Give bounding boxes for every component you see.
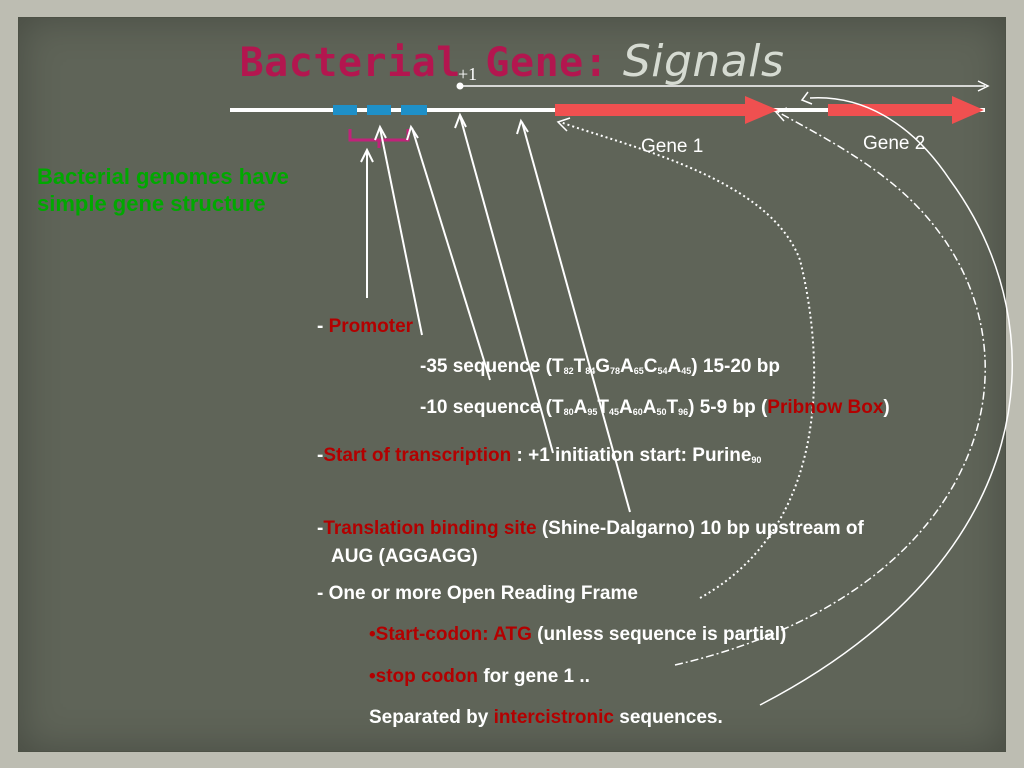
minus10-item: -10 sequence (T80A95T45A60A50T96) 5-9 bp… bbox=[420, 397, 890, 418]
subscript: 95 bbox=[587, 407, 598, 417]
base-letter: T bbox=[666, 397, 679, 418]
base-letter: A bbox=[620, 356, 634, 377]
subscript: 60 bbox=[632, 407, 643, 417]
subscript: 80 bbox=[563, 407, 574, 417]
tss-dot bbox=[456, 82, 464, 90]
base-letter: A bbox=[667, 356, 682, 377]
translation-item: -Translation binding site (Shine-Dalgarn… bbox=[317, 518, 864, 567]
translation-label: Translation binding site bbox=[323, 518, 537, 539]
gene1-label: Gene 1 bbox=[641, 136, 704, 157]
gene2-label: Gene 2 bbox=[863, 133, 926, 154]
transcription-item: -Start of transcription : +1 initiation … bbox=[317, 445, 762, 466]
pointer-start-codon bbox=[559, 121, 816, 599]
base-letter: A bbox=[642, 397, 657, 418]
plus-one-label: +1 bbox=[458, 64, 478, 84]
promoter-box-10 bbox=[367, 105, 391, 115]
pointer-tss bbox=[459, 115, 554, 454]
subscript: 45 bbox=[681, 366, 692, 376]
base-letter: T bbox=[573, 356, 586, 377]
pointer-rbs bbox=[521, 121, 631, 513]
minus35-sequence: 82T84G78A65C54A45 bbox=[564, 356, 692, 377]
intercistronic-item: Separated by intercistronic sequences. bbox=[369, 707, 723, 728]
promoter-item: - Promoter bbox=[317, 316, 414, 337]
minus10-sequence: 80A95T45A60A50T96 bbox=[564, 397, 689, 418]
gene2-body bbox=[828, 104, 956, 116]
transcription-label: Start of transcription bbox=[323, 445, 512, 466]
start-codon-label: Start-codon: ATG bbox=[375, 624, 532, 645]
promoter-box-35 bbox=[333, 105, 357, 115]
pointer-intercistronic bbox=[759, 97, 1013, 706]
side-note: Bacterial genomes have simple gene struc… bbox=[37, 164, 289, 216]
title-main: Bacterial Gene: bbox=[239, 40, 609, 86]
gene1-arrowhead bbox=[745, 96, 778, 124]
intercistronic-label: intercistronic bbox=[493, 707, 614, 728]
stop-codon-item: •stop codon for gene 1 .. bbox=[369, 666, 590, 687]
base-letter: C bbox=[643, 356, 658, 377]
pointer-35 bbox=[379, 127, 423, 336]
content-panel bbox=[18, 17, 1006, 752]
base-letter: A bbox=[573, 397, 588, 418]
subscript: 96 bbox=[678, 407, 689, 417]
pointer-stop-codon bbox=[674, 111, 986, 666]
subscript: 65 bbox=[633, 366, 644, 376]
sd-box bbox=[401, 105, 427, 115]
subscript: 78 bbox=[610, 366, 621, 376]
gene1-body bbox=[555, 104, 750, 116]
subscript: 45 bbox=[608, 407, 619, 417]
subscript: 84 bbox=[585, 366, 596, 376]
pribnow-label: Pribnow Box bbox=[767, 397, 884, 418]
promoter-label: Promoter bbox=[328, 316, 414, 337]
stop-codon-label: stop codon bbox=[375, 666, 479, 687]
gene2-arrowhead bbox=[952, 96, 984, 124]
start-codon-item: •Start-codon: ATG (unless sequence is pa… bbox=[369, 624, 787, 645]
base-letter: A bbox=[619, 397, 633, 418]
subscript: 54 bbox=[657, 366, 668, 376]
subscript: 50 bbox=[656, 407, 667, 417]
subscript: 82 bbox=[563, 366, 574, 376]
slide-title: Bacterial Gene: Signals bbox=[0, 36, 1024, 87]
base-letter: T bbox=[597, 397, 609, 418]
pointer-10 bbox=[411, 127, 491, 381]
minus35-item: -35 sequence (T82T84G78A65C54A45) 15-20 … bbox=[420, 356, 780, 377]
orf-item: - One or more Open Reading Frame bbox=[317, 583, 638, 604]
title-accent: Signals bbox=[622, 36, 785, 87]
base-letter: G bbox=[595, 356, 611, 377]
